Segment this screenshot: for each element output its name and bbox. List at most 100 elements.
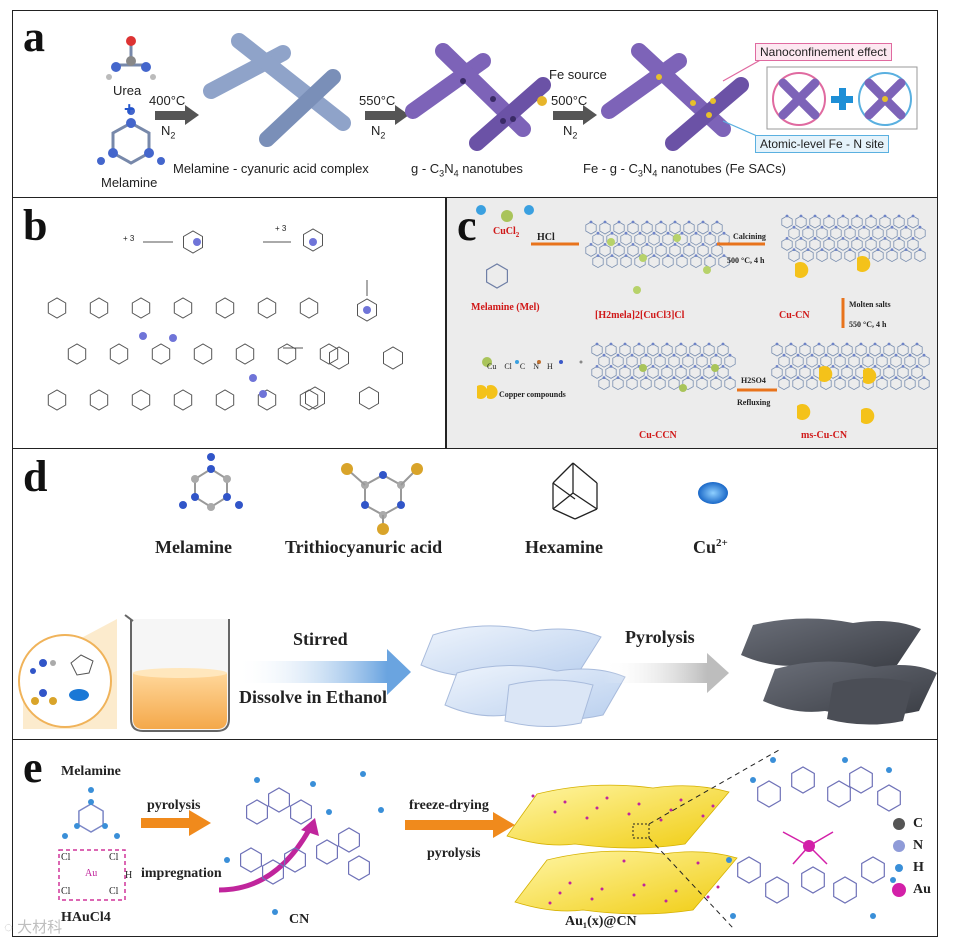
n-atom — [694, 231, 698, 235]
au-single-atom — [637, 802, 641, 806]
legend-c-label: C — [913, 816, 924, 831]
n-atom — [866, 353, 870, 357]
n-atom — [88, 787, 94, 793]
h-atom — [870, 913, 876, 919]
cn-ring — [338, 827, 360, 853]
cn-ring — [711, 243, 723, 257]
cn-ring — [879, 215, 891, 229]
triazine-ring — [299, 389, 319, 411]
cu-atom — [639, 364, 647, 372]
au-single-atom — [674, 889, 678, 893]
cn-ring — [813, 343, 825, 357]
fe-gcn-label: Fe - g - C3N4 nanotubes (Fe SACs) — [583, 161, 786, 179]
cn-ring — [834, 354, 846, 368]
triazine-ring — [151, 343, 171, 365]
h-atom — [726, 857, 732, 863]
n-atom — [855, 214, 859, 218]
au-single-atom — [716, 885, 720, 889]
n-atom — [652, 231, 656, 235]
cu-atom — [679, 384, 687, 392]
cn-ring — [689, 343, 701, 357]
n-atom — [792, 248, 796, 251]
cn-ring — [290, 799, 312, 825]
n-atom — [666, 231, 670, 235]
n-atom — [603, 220, 607, 224]
legend-cu-dot — [482, 357, 492, 367]
n-atom — [901, 365, 905, 368]
fe-source-dot — [537, 96, 547, 106]
freeze-drying-label: freeze-drying — [409, 798, 489, 813]
cn-ring — [717, 365, 729, 379]
cn-ring — [861, 856, 885, 884]
triazine-ring — [215, 297, 235, 319]
cn-ring — [585, 221, 597, 235]
calcining-label: Calcining — [733, 232, 766, 241]
n-atom — [631, 220, 635, 224]
cn-ring — [781, 215, 793, 229]
cn-ring — [641, 221, 653, 235]
au-single-atom — [595, 806, 599, 810]
n-atom — [806, 248, 810, 251]
panel-d-label: d — [23, 452, 48, 501]
molten-label: Molten salts — [849, 300, 891, 309]
n-atom — [918, 225, 922, 229]
n-atom — [616, 376, 620, 379]
n-atom — [887, 365, 891, 368]
pyrolysis-label-e: pyrolysis — [147, 798, 201, 813]
cn-label: CN — [289, 912, 310, 927]
cn-ring — [599, 243, 611, 257]
cn-ring — [771, 343, 783, 357]
n-atom — [708, 231, 712, 235]
n-atom — [62, 833, 68, 839]
urea-molecule — [106, 36, 156, 80]
triazine-ring — [47, 389, 67, 411]
n-atom — [693, 342, 697, 346]
pyrolysis2-label: pyrolysis — [427, 846, 481, 861]
cn-ring — [792, 354, 804, 368]
melamine-ring — [485, 263, 509, 289]
haucl4-box — [58, 849, 126, 901]
cn-ring — [788, 249, 800, 263]
h2so4-label: H2SO4 — [741, 376, 766, 385]
n-atom — [775, 342, 779, 346]
cu-atom — [711, 364, 719, 372]
haucl4-cl3: Cl — [61, 886, 71, 897]
n-atom — [701, 243, 705, 246]
n-atom — [589, 243, 593, 246]
cn-ring — [841, 343, 853, 357]
panel-b-graphics — [47, 228, 403, 411]
copper-compound — [795, 262, 809, 278]
cn-ring — [711, 221, 723, 235]
triazine-ring — [383, 346, 403, 370]
panel-a-label: a — [23, 12, 45, 61]
cn-ring — [823, 215, 835, 229]
cn-ring — [284, 847, 306, 873]
n-atom — [890, 248, 894, 251]
n-atom — [687, 243, 691, 246]
watermark-logo-icon: ◌ — [4, 919, 13, 936]
cn-ring — [837, 237, 849, 251]
cn-ring — [837, 215, 849, 229]
n-atom — [652, 254, 656, 257]
n-atom — [873, 342, 877, 346]
cn-ring — [598, 377, 610, 391]
au-single-atom — [642, 883, 646, 887]
cucl-atom — [639, 254, 647, 262]
n-atom — [74, 823, 80, 829]
cn-ring — [662, 255, 674, 269]
legend-cu: Cu — [487, 362, 497, 371]
cn-ring — [613, 243, 625, 257]
gcn-nanotubes-label: g - C3N4 nanotubes — [411, 161, 523, 179]
hexamine-label: Hexamine — [525, 537, 603, 557]
cn-ring — [757, 780, 781, 808]
cn-ring — [661, 365, 673, 379]
h-atom — [378, 807, 384, 813]
haucl4-h: H — [125, 870, 133, 881]
n-atom — [841, 214, 845, 218]
cn-ring — [879, 237, 891, 251]
h-atom — [842, 757, 848, 763]
cn-ring — [771, 365, 783, 379]
cn-ring — [682, 354, 694, 368]
n-atom — [672, 376, 676, 379]
cn-ring — [848, 377, 860, 391]
